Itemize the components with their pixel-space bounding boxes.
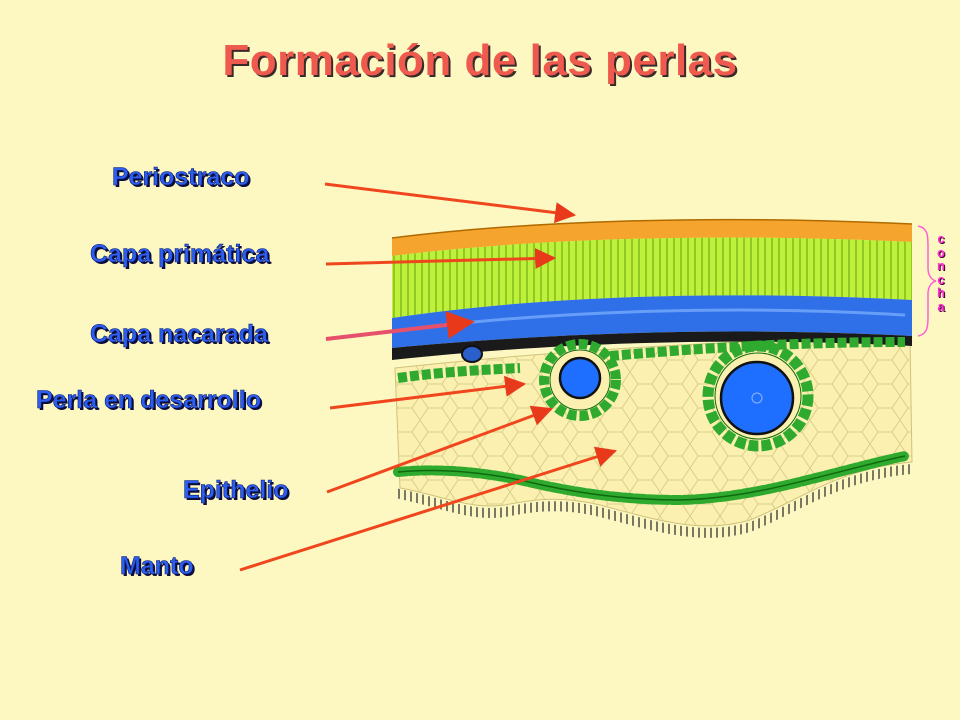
- callout-arrows: [239, 182, 618, 572]
- arrow-periostraco: [324, 182, 577, 224]
- periostracum-layer: [392, 219, 912, 256]
- arrow-epithelio: [326, 405, 553, 494]
- epithelium-upper: [397, 337, 906, 383]
- page-title: Formación de las perlas: [222, 36, 738, 85]
- developing-pearl-1: [539, 339, 621, 421]
- label-perla-en-desarrollo: Perla en desarrollo: [36, 386, 262, 415]
- arrow-manto: [239, 446, 618, 572]
- arrow-perla: [329, 375, 527, 410]
- developing-pearl-2: [702, 340, 814, 452]
- label-epithelio: Epithelio: [183, 476, 289, 505]
- label-capa-prismatica: Capa primática: [90, 240, 270, 269]
- nacre-layer: [392, 295, 912, 348]
- arrow-prismatica: [325, 248, 557, 269]
- small-pearl: [461, 345, 483, 363]
- label-capa-nacarada: Capa nacarada: [90, 320, 268, 349]
- concha-brace: [917, 225, 937, 337]
- label-periostraco: Periostraco: [112, 163, 250, 192]
- arrow-nacarada: [325, 311, 475, 341]
- label-manto: Manto: [120, 552, 194, 581]
- label-concha: concha: [937, 231, 945, 314]
